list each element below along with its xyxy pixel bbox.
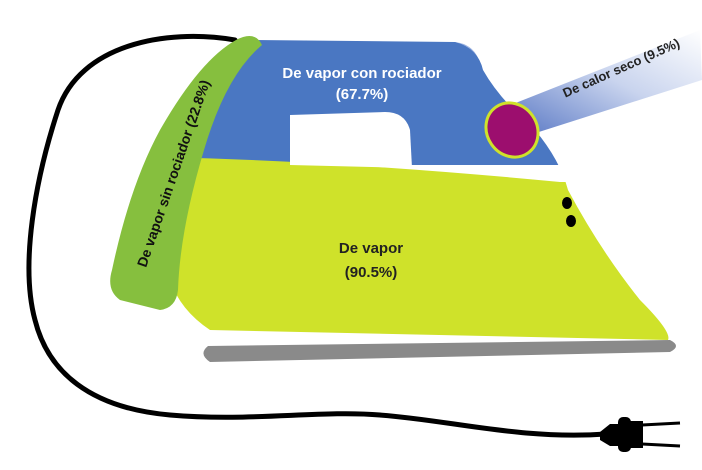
power-cord bbox=[26, 33, 609, 438]
dry-heat-beam bbox=[498, 30, 702, 138]
segment-de-calor-seco bbox=[484, 101, 540, 159]
segment-de-vapor bbox=[165, 157, 669, 340]
soleplate-shadow bbox=[203, 340, 677, 362]
handle-opening bbox=[290, 112, 412, 168]
button-dot bbox=[562, 197, 572, 209]
button-dot bbox=[566, 215, 576, 227]
label-de-vapor-con-rociador: De vapor con rociador bbox=[282, 65, 441, 82]
label-de-vapor: De vapor bbox=[339, 240, 403, 257]
value-de-vapor-con-rociador: (67.7%) bbox=[336, 86, 389, 103]
segment-de-vapor-sin-rociador bbox=[110, 36, 262, 310]
plug-icon bbox=[600, 417, 681, 452]
value-de-vapor: (90.5%) bbox=[345, 264, 398, 281]
